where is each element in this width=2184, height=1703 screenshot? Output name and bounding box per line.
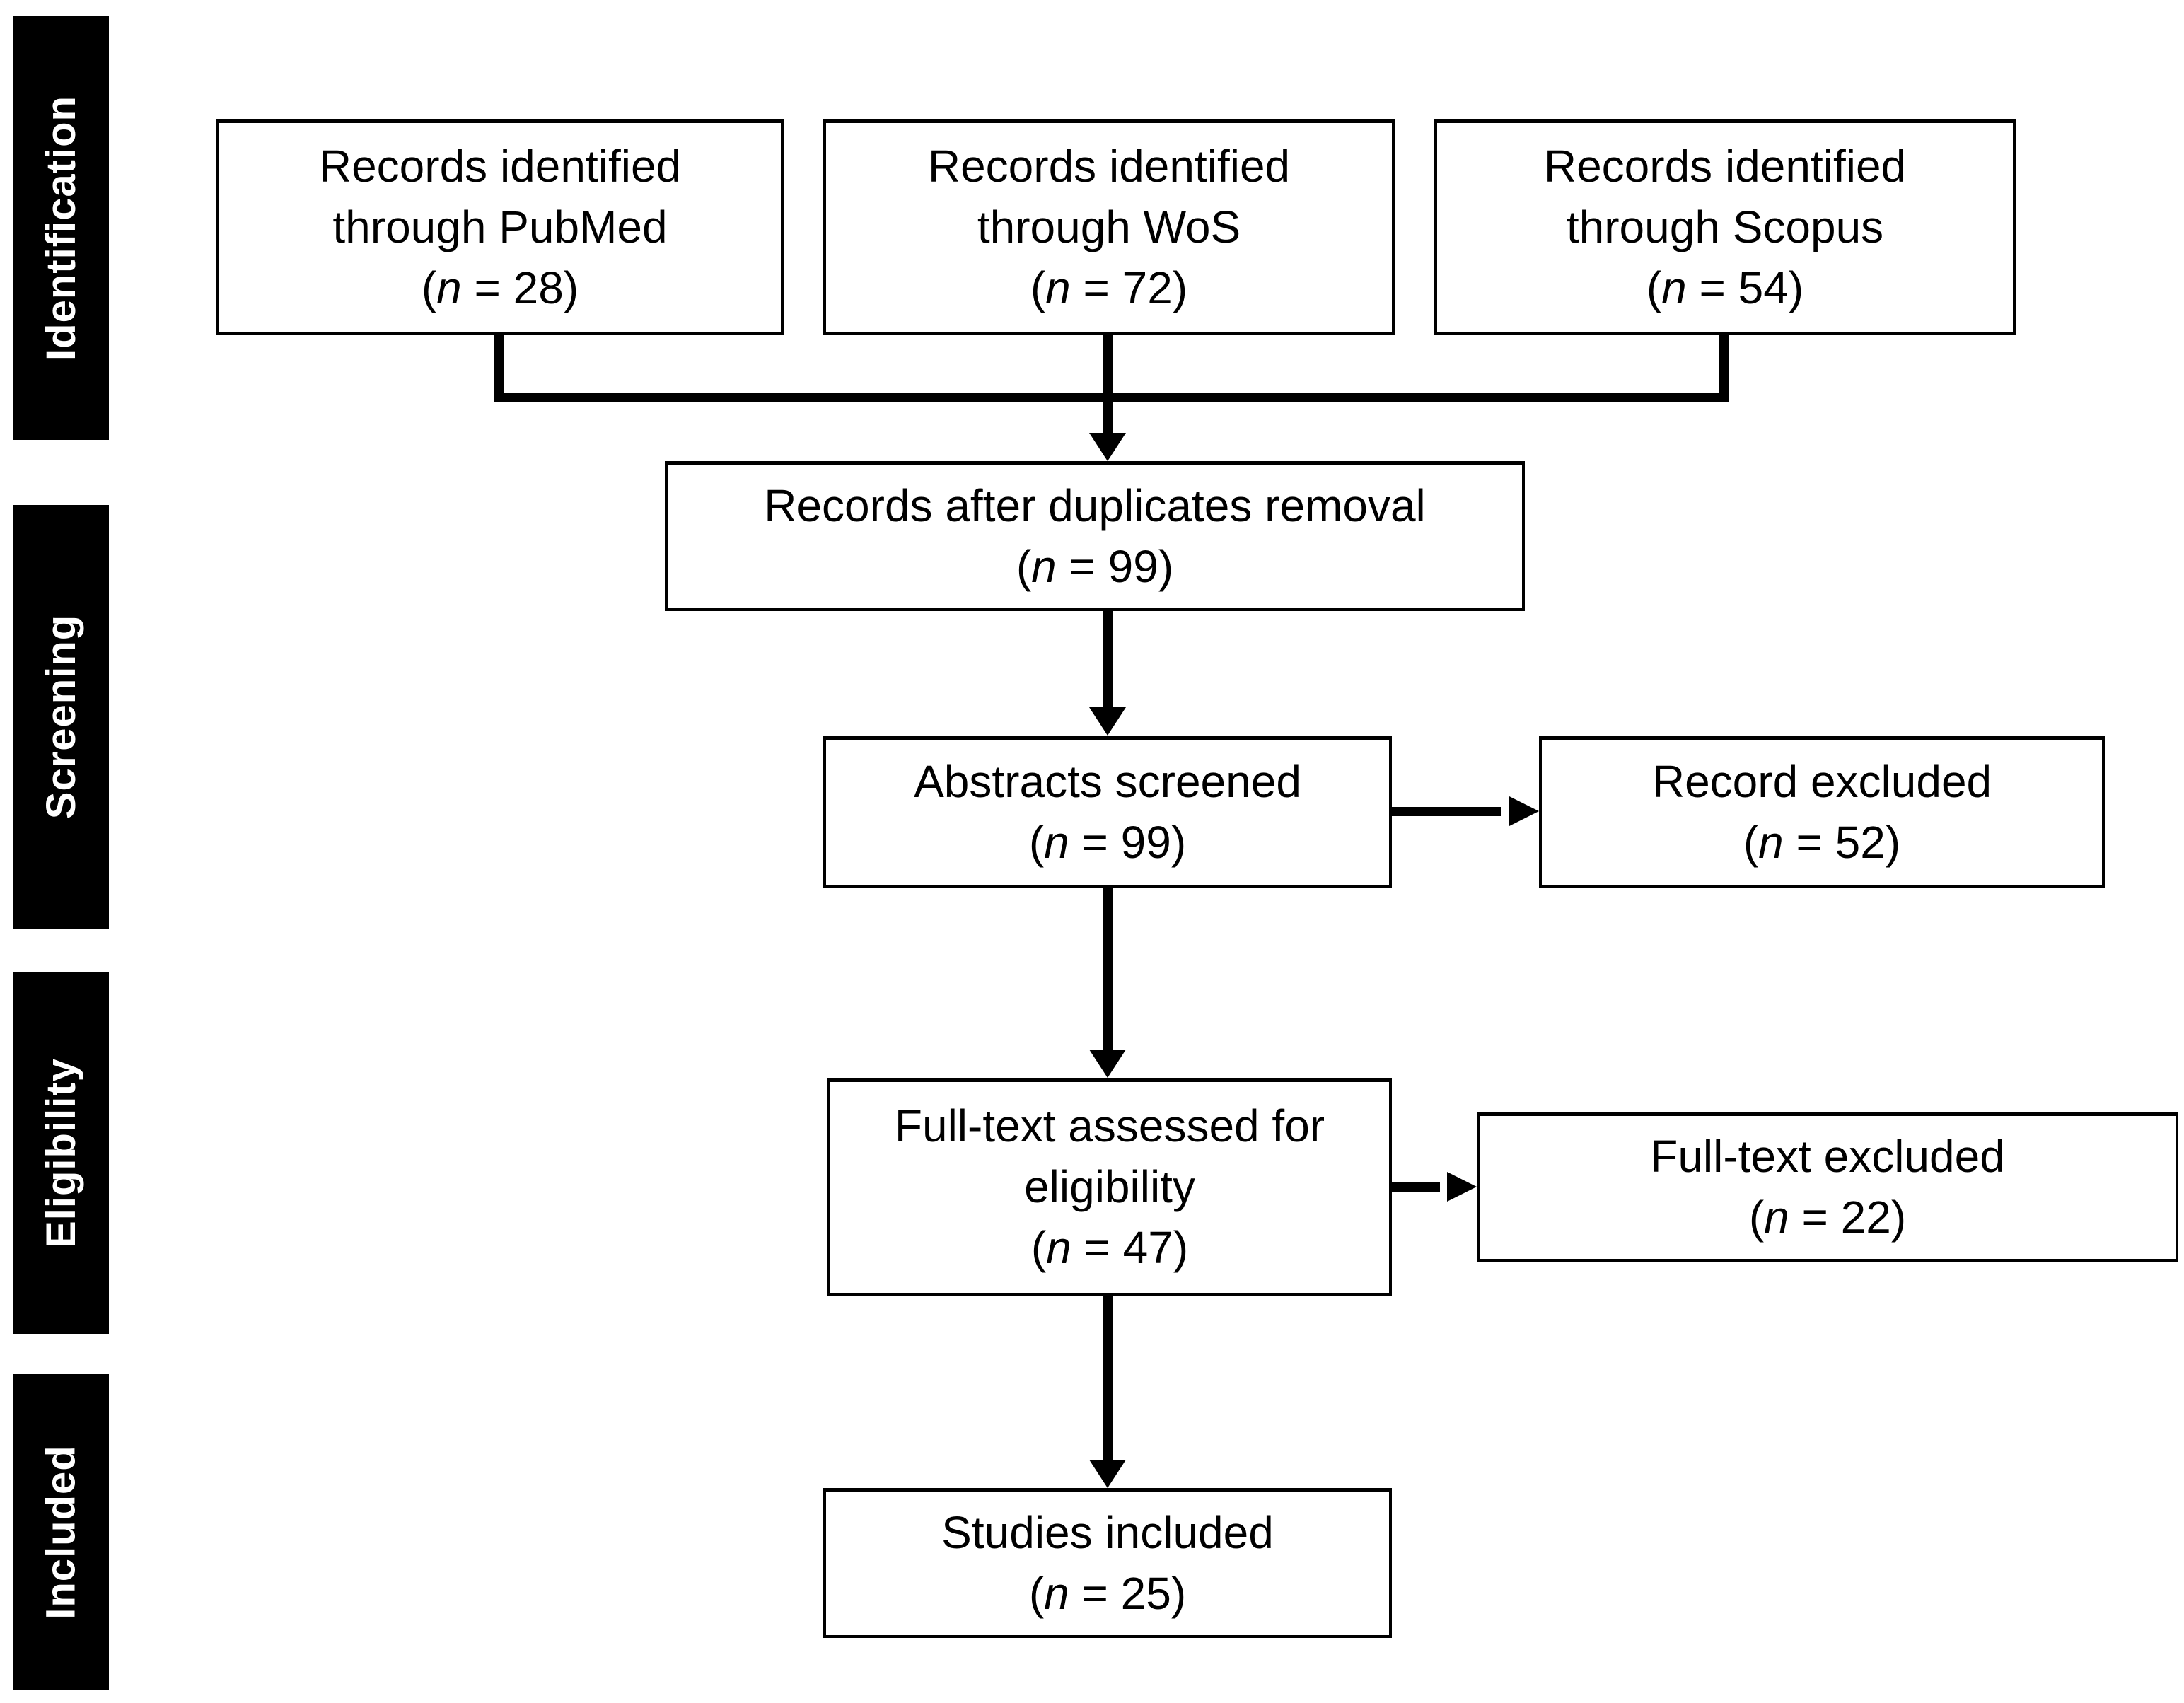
box-count: (n = 99)	[1016, 541, 1174, 592]
connector-merge-to-duplicates	[1103, 335, 1113, 434]
stage-bar-screening: Screening	[13, 505, 109, 929]
arrowhead-down-icon	[1089, 1050, 1126, 1078]
box-label: Records identified through Scopus	[1543, 141, 1907, 253]
box-count: (n = 72)	[1030, 262, 1188, 313]
box-fulltext-assessed: Full-text assessed for eligibility (n = …	[827, 1078, 1392, 1296]
box-records-scopus: Records identified through Scopus (n = 5…	[1434, 119, 2016, 335]
arrowhead-right-icon	[1509, 796, 1539, 826]
stage-bar-identification: Identification	[13, 16, 109, 440]
box-label: Records identified through WoS	[927, 141, 1291, 253]
box-studies-included: Studies included (n = 25)	[823, 1488, 1392, 1638]
box-label: Records identified through PubMed	[318, 141, 682, 253]
box-label: Record excluded	[1651, 756, 1992, 808]
connector-duplicates-to-abstracts	[1103, 611, 1113, 709]
arrowhead-down-icon	[1089, 1460, 1126, 1488]
stage-bar-included: Included	[13, 1374, 109, 1690]
stage-label-identification: Identification	[38, 95, 85, 361]
stage-bar-eligibility: Eligibility	[13, 972, 109, 1334]
box-count: (n = 99)	[1028, 817, 1187, 868]
stage-label-screening: Screening	[38, 614, 84, 820]
box-abstracts-screened: Abstracts screened (n = 99)	[823, 736, 1392, 888]
box-label: Full-text assessed for eligibility	[894, 1100, 1325, 1213]
stage-label-included: Included	[38, 1445, 84, 1620]
box-fulltext-excluded: Full-text excluded (n = 22)	[1477, 1112, 2178, 1262]
arrowhead-down-icon	[1089, 707, 1126, 736]
arrowhead-down-icon	[1089, 433, 1126, 461]
connector-fulltext-to-excluded	[1392, 1182, 1440, 1192]
box-label: Studies included	[941, 1507, 1274, 1559]
box-count: (n = 52)	[1743, 817, 1901, 868]
box-count: (n = 54)	[1646, 262, 1804, 313]
connector-stub-pubmed	[494, 335, 504, 400]
connector-fulltext-to-included	[1103, 1296, 1113, 1461]
box-label: Records after duplicates removal	[764, 480, 1426, 532]
box-count: (n = 25)	[1028, 1568, 1187, 1619]
box-count: (n = 28)	[421, 262, 579, 313]
box-label: Abstracts screened	[914, 756, 1301, 808]
box-records-pubmed: Records identified through PubMed (n = 2…	[216, 119, 784, 335]
arrowhead-right-icon	[1447, 1172, 1477, 1202]
connector-abstracts-to-excluded	[1392, 807, 1501, 816]
box-records-excluded: Record excluded (n = 52)	[1539, 736, 2105, 888]
connector-abstracts-to-fulltext	[1103, 888, 1113, 1051]
box-records-wos: Records identified through WoS (n = 72)	[823, 119, 1395, 335]
connector-stub-scopus	[1719, 335, 1729, 400]
box-count: (n = 22)	[1748, 1192, 1907, 1243]
stage-label-eligibility: Eligibility	[38, 1058, 84, 1248]
box-duplicates-removed: Records after duplicates removal (n = 99…	[665, 461, 1525, 611]
box-label: Full-text excluded	[1650, 1131, 2005, 1182]
box-count: (n = 47)	[1030, 1221, 1189, 1273]
